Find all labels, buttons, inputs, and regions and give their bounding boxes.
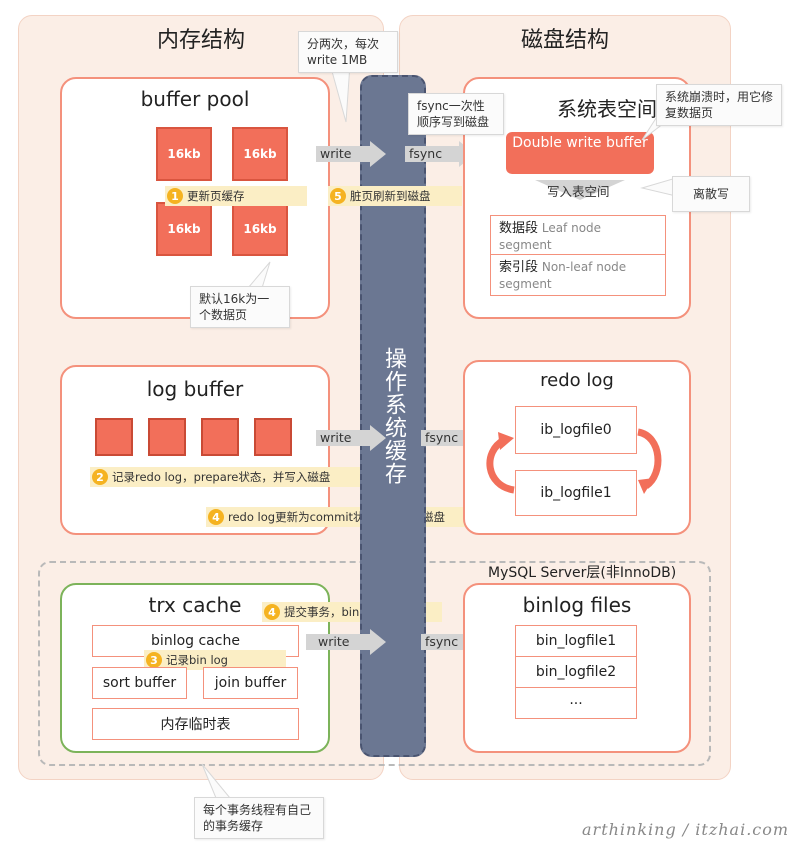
- step-2-badge: 2 记录redo log，prepare状态，并写入磁盘: [90, 467, 370, 487]
- page-size-note: 默认16k为一个数据页: [190, 286, 290, 328]
- sort-buffer-box: sort buffer: [92, 667, 187, 699]
- crash-recovery-note: 系统崩溃时，用它修复数据页: [656, 84, 782, 126]
- step-text: 脏页刷新到磁盘: [350, 189, 431, 203]
- redo-log-title: redo log: [540, 370, 614, 391]
- mysql-server-layer-label: MySQL Server层(非InnoDB): [488, 565, 677, 581]
- binlog-file-box: bin_logfile2: [515, 656, 637, 688]
- double-write-buffer: Double write buffer: [506, 132, 654, 174]
- step-text: 记录bin log: [166, 653, 228, 667]
- step-number: 4: [208, 509, 224, 525]
- step-number: 1: [167, 188, 183, 204]
- temp-table-box: 内存临时表: [92, 708, 299, 740]
- data-segment-box: 数据段 Leaf node segment: [490, 215, 666, 255]
- log-block: [148, 418, 186, 456]
- buffer-pool-title: buffer pool: [140, 87, 250, 111]
- ib-logfile0-box: ib_logfile0: [515, 406, 637, 454]
- ib-logfile1-box: ib_logfile1: [515, 470, 637, 516]
- log-block: [201, 418, 239, 456]
- trx-note-pointer: [201, 763, 232, 799]
- binlog-files-title: binlog files: [522, 593, 632, 617]
- binlog-file-box: ...: [515, 687, 637, 719]
- step-3-badge: 3 记录bin log: [144, 650, 286, 670]
- buffer-page: 16kb: [232, 127, 288, 181]
- write-arrow-buffer-pool: write: [316, 141, 386, 167]
- down-arrow-icon: [535, 180, 625, 200]
- write-arrow-log-buffer: write: [316, 425, 386, 451]
- join-buffer-box: join buffer: [203, 667, 298, 699]
- index-segment-box: 索引段 Non-leaf node segment: [490, 254, 666, 296]
- trx-cache-note: 每个事务线程有自己的事务缓存: [194, 797, 324, 839]
- system-tablespace-title: 系统表空间: [557, 97, 657, 121]
- step-number: 2: [92, 469, 108, 485]
- data-segment-desc: Leaf node segment: [499, 221, 602, 252]
- step-number: 4: [264, 604, 280, 620]
- step-number: 3: [146, 652, 162, 668]
- step-5-badge: 5 脏页刷新到磁盘: [328, 186, 462, 206]
- log-block: [95, 418, 133, 456]
- log-block: [254, 418, 292, 456]
- index-segment-label: 索引段: [499, 260, 539, 275]
- cycle-arrow-left-icon: [486, 432, 515, 494]
- write-chunk-note: 分两次，每次write 1MB: [298, 31, 398, 73]
- step-1-badge: 1 更新页缓存: [165, 186, 307, 206]
- fsync-sequential-note: fsync一次性顺序写到磁盘: [408, 93, 504, 135]
- data-segment-label: 数据段: [499, 221, 539, 236]
- log-buffer-panel: log buffer: [60, 365, 330, 535]
- step-4-redo-badge: 4 redo log更新为commit状态，并写入磁盘: [206, 507, 478, 527]
- step-number: 5: [330, 188, 346, 204]
- write-arrow-trx-cache: write: [306, 629, 386, 655]
- log-buffer-title: log buffer: [146, 377, 244, 401]
- step-text: 更新页缓存: [187, 189, 245, 203]
- disk-region-title: 磁盘结构: [520, 28, 609, 53]
- author-signature: arthinking / itzhai.com: [582, 820, 790, 839]
- trx-cache-title: trx cache: [148, 593, 242, 617]
- buffer-page: 16kb: [232, 202, 288, 256]
- cycle-arrow-right-icon: [636, 428, 662, 494]
- buffer-page: 16kb: [156, 202, 212, 256]
- memory-region-title: 内存结构: [156, 28, 245, 53]
- write-to-tablespace-label: 写入表空间: [547, 184, 610, 199]
- buffer-page: 16kb: [156, 127, 212, 181]
- index-segment-desc: Non-leaf node segment: [499, 260, 627, 291]
- scatter-write-note: 离散写: [672, 176, 750, 212]
- binlog-file-box: bin_logfile1: [515, 625, 637, 657]
- os-cache-label: 操作系统缓存: [381, 347, 406, 485]
- step-text: 记录redo log，prepare状态，并写入磁盘: [112, 470, 331, 484]
